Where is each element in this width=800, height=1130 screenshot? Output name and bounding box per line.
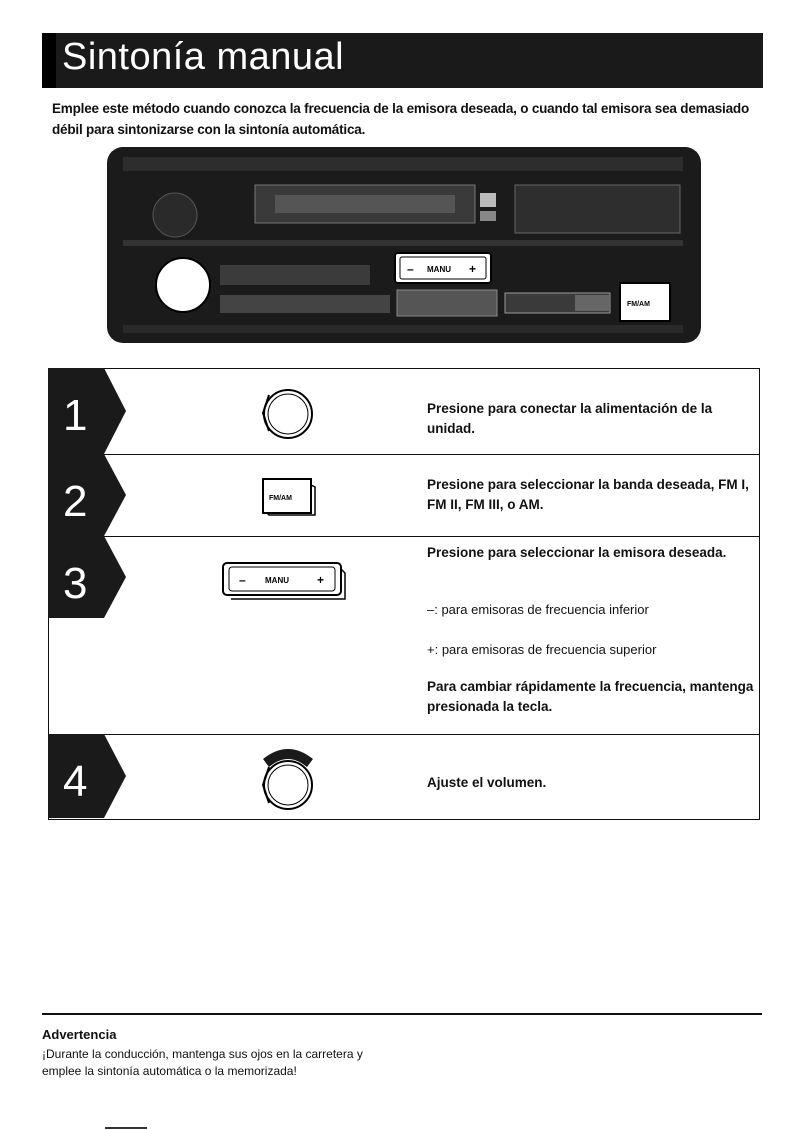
steps-table: 1 Presione para conectar la alimentación…: [48, 368, 760, 820]
fmam-button-icon: FM/AM: [262, 478, 316, 516]
step-2-badge: [48, 454, 126, 536]
footer-dash: [105, 1127, 147, 1129]
step-3-number: 3: [63, 559, 88, 608]
car-radio-illustration: – MANU + FM/AM: [105, 145, 703, 345]
step-3-text: Presione para seleccionar la emisora des…: [427, 545, 727, 560]
step-1: 1 Presione para conectar la alimentación…: [48, 368, 759, 455]
warning-text: ¡Durante la conducción, mantenga sus ojo…: [42, 1047, 363, 1078]
step-3-badge: [48, 536, 126, 618]
step-4-number: 4: [63, 757, 88, 806]
step-4: 4 Ajuste el volumen.: [48, 734, 759, 819]
step-1-number: 1: [63, 391, 88, 440]
car-radio-icon: – MANU + FM/AM: [107, 147, 701, 343]
page-title: Sintonía manual: [62, 36, 345, 78]
radio-fmam-label: FM/AM: [627, 301, 650, 308]
manu-minus-label: –: [239, 573, 246, 587]
step-3: 3 – MANU + Presione para seleccionar la …: [48, 536, 759, 735]
warning-title: Advertencia: [42, 1027, 117, 1042]
power-knob-icon: [261, 389, 313, 439]
divider: [42, 1013, 762, 1015]
step-3-hold-note: Para cambiar rápidamente la frecuencia, …: [427, 679, 754, 714]
step-2-text: Presione para seleccionar la banda desea…: [427, 477, 749, 512]
manu-rocker-icon: – MANU +: [222, 562, 346, 600]
volume-knob-icon: [261, 749, 313, 810]
step-3-plus-note: +: para emisoras de frecuencia superior: [427, 642, 657, 657]
radio-manu-label: MANU: [427, 265, 451, 274]
manu-label: MANU: [265, 576, 289, 585]
manu-plus-label: +: [317, 573, 324, 587]
step-2-number: 2: [63, 477, 88, 526]
step-2: 2 FM/AM Presione para seleccionar la ban…: [48, 454, 759, 537]
step-4-text: Ajuste el volumen.: [427, 775, 547, 790]
step-1-badge: [48, 368, 126, 454]
title-accent: [42, 33, 56, 88]
title-bar: [42, 33, 763, 88]
step-4-badge: [48, 734, 126, 818]
radio-plus-label: +: [469, 262, 476, 276]
intro-paragraph: Emplee este método cuando conozca la fre…: [52, 101, 750, 137]
step-3-minus-note: –: para emisoras de frecuencia inferior: [427, 602, 649, 617]
step-1-text: Presione para conectar la alimentación d…: [427, 401, 713, 436]
fmam-button-label: FM/AM: [269, 495, 292, 502]
radio-minus-label: –: [407, 262, 414, 276]
